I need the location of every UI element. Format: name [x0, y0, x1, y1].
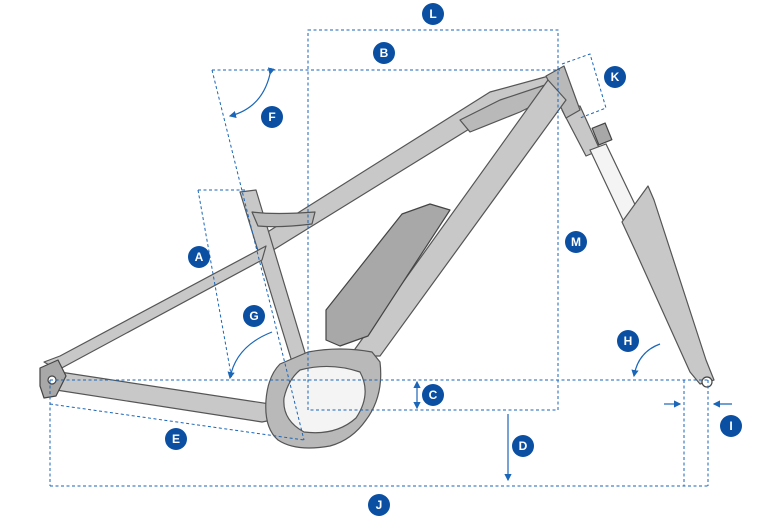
svg-text:M: M	[571, 235, 581, 249]
dimension-reach-box	[307, 29, 559, 411]
dimension-arrows	[227, 67, 732, 482]
dimension-head-tube	[561, 53, 607, 119]
fork-crown	[591, 122, 613, 146]
badge-B: B	[373, 42, 395, 64]
badge-D: D	[512, 435, 534, 457]
svg-text:G: G	[249, 309, 258, 323]
svg-text:I: I	[729, 419, 732, 433]
badge-H: H	[617, 330, 639, 352]
svg-text:E: E	[172, 432, 180, 446]
badge-J: J	[368, 494, 390, 516]
badge-E: E	[165, 428, 187, 450]
motor-housing-cutout	[283, 365, 366, 434]
badge-A: A	[188, 246, 210, 268]
svg-text:J: J	[376, 498, 383, 512]
seat-stay	[43, 245, 267, 371]
battery-pack	[325, 203, 451, 347]
svg-text:D: D	[519, 439, 528, 453]
front-axle	[701, 376, 713, 388]
seat-angle-arrow	[227, 331, 273, 380]
svg-text:K: K	[611, 70, 620, 84]
badge-F: F	[261, 106, 283, 128]
dimension-seat-tube	[197, 189, 233, 381]
dimension-chainstay	[49, 403, 305, 441]
label-badges: L B K F M A G H C I E D J	[165, 3, 742, 516]
badge-M: M	[565, 231, 587, 253]
head-angle-arrow	[228, 67, 275, 119]
badge-K: K	[604, 66, 626, 88]
svg-text:F: F	[268, 110, 275, 124]
svg-text:C: C	[429, 388, 438, 402]
badge-I: I	[720, 415, 742, 437]
svg-text:A: A	[195, 250, 204, 264]
badge-L: L	[422, 3, 444, 25]
badge-G: G	[243, 305, 265, 327]
down-tube	[349, 79, 567, 357]
svg-text:B: B	[380, 46, 389, 60]
fork-lower-leg	[621, 185, 715, 385]
svg-text:L: L	[429, 7, 436, 21]
seatstay-bridge	[251, 211, 316, 228]
badge-C: C	[422, 384, 444, 406]
fork-angle-arrow	[631, 343, 661, 378]
svg-text:H: H	[624, 334, 633, 348]
bike-frame	[39, 65, 715, 449]
